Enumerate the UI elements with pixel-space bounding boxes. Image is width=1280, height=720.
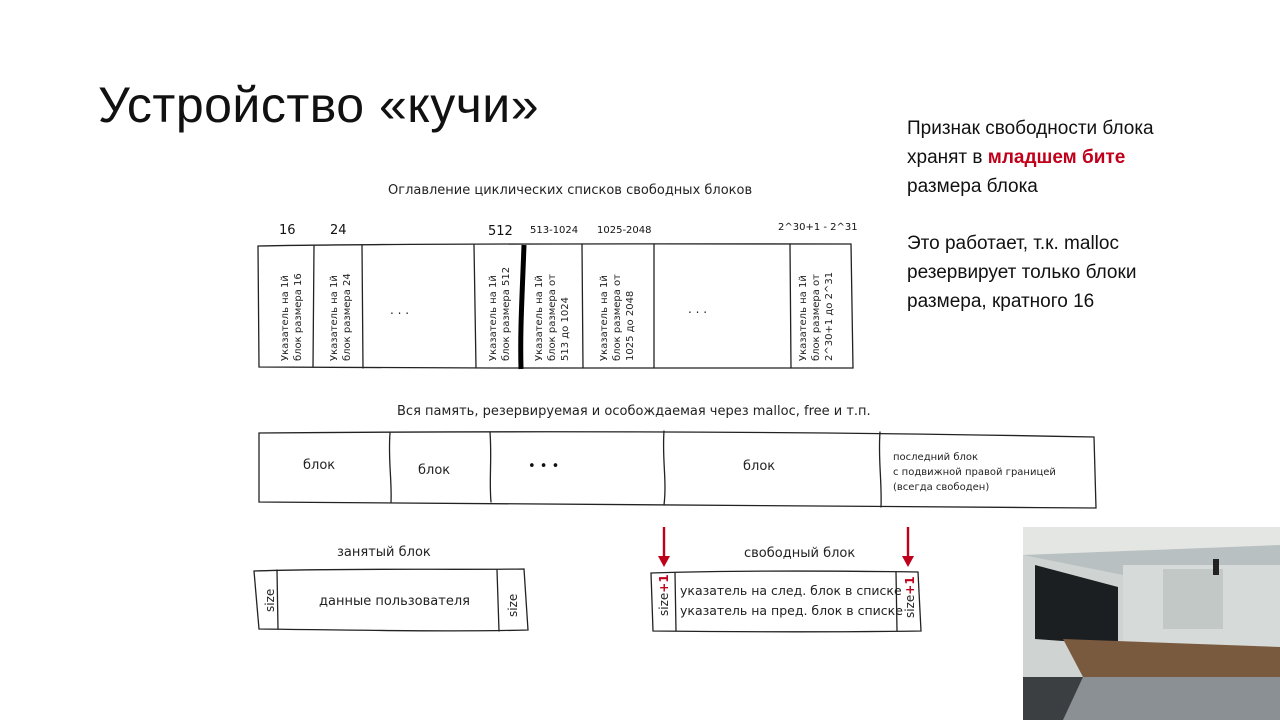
busy-data-label: данные пользователя <box>319 594 470 609</box>
note-malloc-16: Это работает, т.к. malloc резервирует то… <box>907 229 1247 316</box>
note1-line2: хранят в младшем бите <box>907 143 1247 172</box>
index-divider <box>312 245 315 368</box>
index-header-513-1024: 513-1024 <box>530 225 578 236</box>
svg-text:с подвижной правой границей: с подвижной правой границей <box>893 467 1056 478</box>
note1-line2-pre: хранят в <box>907 147 988 168</box>
free-prev-pointer: указатель на пред. блок в списке <box>680 603 903 618</box>
busy-block-outline <box>253 568 529 632</box>
index-ellipsis: . . . <box>688 302 707 316</box>
svg-text:блок размера от: блок размера от <box>612 274 623 361</box>
svg-text:Указатель на 1й: Указатель на 1й <box>599 275 610 361</box>
svg-text:блок размера от: блок размера от <box>547 274 558 361</box>
busy-size-right: size <box>506 594 520 617</box>
memory-block-label: блок <box>418 463 450 478</box>
index-divider <box>473 244 477 369</box>
svg-text:Указатель на 1й: Указатель на 1й <box>329 275 340 361</box>
note-free-bit: Признак свободности блока хранят в младш… <box>907 114 1247 201</box>
down-arrow-icon-head <box>658 556 670 567</box>
memory-divider <box>662 430 666 506</box>
index-cell-24: Указатель на 1й блок размера 24 <box>329 273 353 361</box>
svg-text:513 до 1024: 513 до 1024 <box>560 297 571 361</box>
svg-text:блок размера от: блок размера от <box>811 274 822 361</box>
webcam-feed <box>1023 527 1280 720</box>
busy-block-divider <box>276 569 279 630</box>
svg-text:блок размера 16: блок размера 16 <box>293 273 304 361</box>
index-cell-1025-2048: Указатель на 1й блок размера от 1025 до … <box>599 274 636 361</box>
free-block-divider <box>895 571 898 632</box>
index-header-24: 24 <box>330 223 347 238</box>
index-header-last: 2^30+1 - 2^31 <box>778 222 858 233</box>
note1-line1: Признак свободности блока <box>907 118 1154 139</box>
memory-block-label: блок <box>303 458 335 473</box>
svg-text:(всегда свободен): (всегда свободен) <box>893 482 989 493</box>
busy-block-divider <box>496 569 500 632</box>
down-arrow-icon-head <box>902 556 914 567</box>
index-header-512: 512 <box>488 224 513 239</box>
last-block-text: последний блок с подвижной правой границ… <box>893 452 1056 493</box>
index-divider <box>361 244 364 369</box>
slide-title: Устройство «кучи» <box>98 77 539 133</box>
memory-block-label: блок <box>743 459 775 474</box>
svg-text:Указатель на 1й: Указатель на 1й <box>798 275 809 361</box>
note2-line2: резервирует только блоки <box>907 262 1137 283</box>
free-block-outline <box>650 570 922 633</box>
svg-text:2^30+1 до 2^31: 2^30+1 до 2^31 <box>824 272 835 361</box>
svg-text:последний блок: последний блок <box>893 452 978 463</box>
index-cell-last: Указатель на 1й блок размера от 2^30+1 д… <box>798 272 835 361</box>
note2-line1: Это работает, т.к. malloc <box>907 233 1119 254</box>
free-next-pointer: указатель на след. блок в списке <box>680 583 902 598</box>
free-size-left: size+1 <box>657 574 671 616</box>
index-table-outline <box>257 243 854 370</box>
note2-line3: размера, кратного 16 <box>907 291 1095 312</box>
memory-caption: Вся память, резервируемая и особождаемая… <box>397 404 871 419</box>
index-thick-divider <box>518 244 527 370</box>
free-block-divider <box>674 572 677 632</box>
memory-dots: • • • <box>528 459 559 474</box>
index-ellipsis: . . . <box>390 303 409 317</box>
svg-text:size+1: size+1 <box>657 574 671 616</box>
note1-line3: размера блока <box>907 176 1038 197</box>
svg-text:Указатель на 1й: Указатель на 1й <box>488 275 499 361</box>
memory-divider <box>878 431 882 508</box>
index-header-16: 16 <box>279 223 296 238</box>
index-caption: Оглавление циклических списков свободных… <box>388 183 752 198</box>
index-cell-513-1024: Указатель на 1й блок размера от 513 до 1… <box>534 274 571 361</box>
free-size-right: size+1 <box>903 576 917 618</box>
busy-size-left: size <box>263 589 277 612</box>
free-block-caption: свободный блок <box>744 546 855 561</box>
memory-divider <box>489 431 492 503</box>
memory-divider <box>388 432 392 503</box>
index-cell-16: Указатель на 1й блок размера 16 <box>280 273 304 361</box>
index-header-1025-2048: 1025-2048 <box>597 225 652 236</box>
svg-text:Указатель на 1й: Указатель на 1й <box>280 275 291 361</box>
index-divider <box>581 243 584 369</box>
index-cell-512: Указатель на 1й блок размера 512 <box>488 267 512 361</box>
svg-text:1025 до 2048: 1025 до 2048 <box>625 291 636 361</box>
index-divider <box>789 243 792 369</box>
svg-text:блок размера 24: блок размера 24 <box>342 273 353 361</box>
note1-highlight: младшем бите <box>987 147 1126 168</box>
svg-text:Указатель на 1й: Указатель на 1й <box>534 275 545 361</box>
busy-block-caption: занятый блок <box>337 545 431 560</box>
svg-text:size+1: size+1 <box>903 576 917 618</box>
svg-text:блок размера 512: блок размера 512 <box>501 267 512 361</box>
